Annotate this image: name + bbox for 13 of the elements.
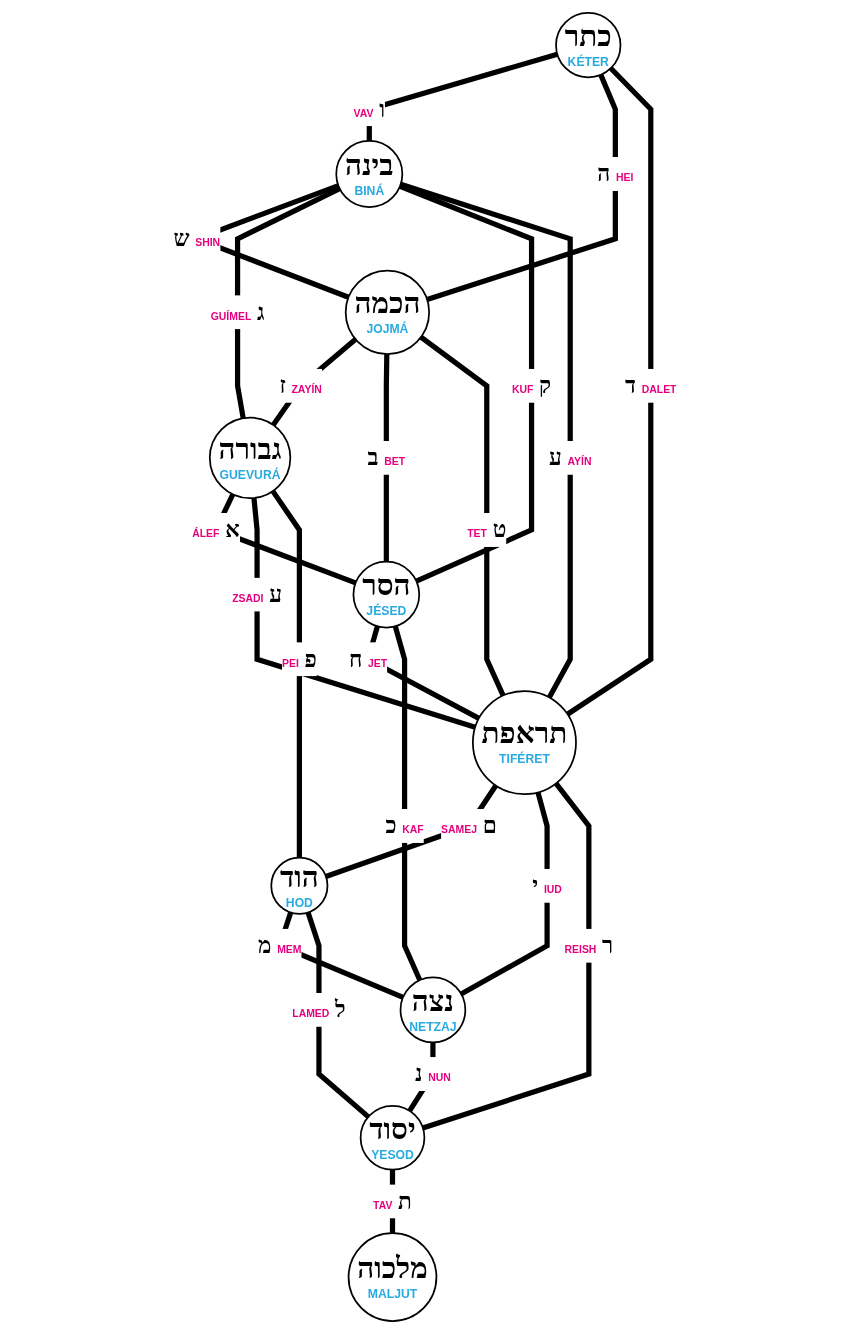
connector: [325, 784, 499, 879]
connector: [392, 625, 423, 982]
connector: [566, 66, 654, 717]
connector: [426, 73, 618, 302]
connector: [399, 181, 573, 699]
connector: [459, 791, 550, 997]
connector: [251, 497, 476, 730]
connector: [271, 337, 358, 427]
connector: [234, 186, 341, 419]
connector: [419, 335, 506, 697]
connector: [305, 911, 371, 1119]
connector: [270, 489, 302, 858]
connector: [422, 781, 592, 1131]
